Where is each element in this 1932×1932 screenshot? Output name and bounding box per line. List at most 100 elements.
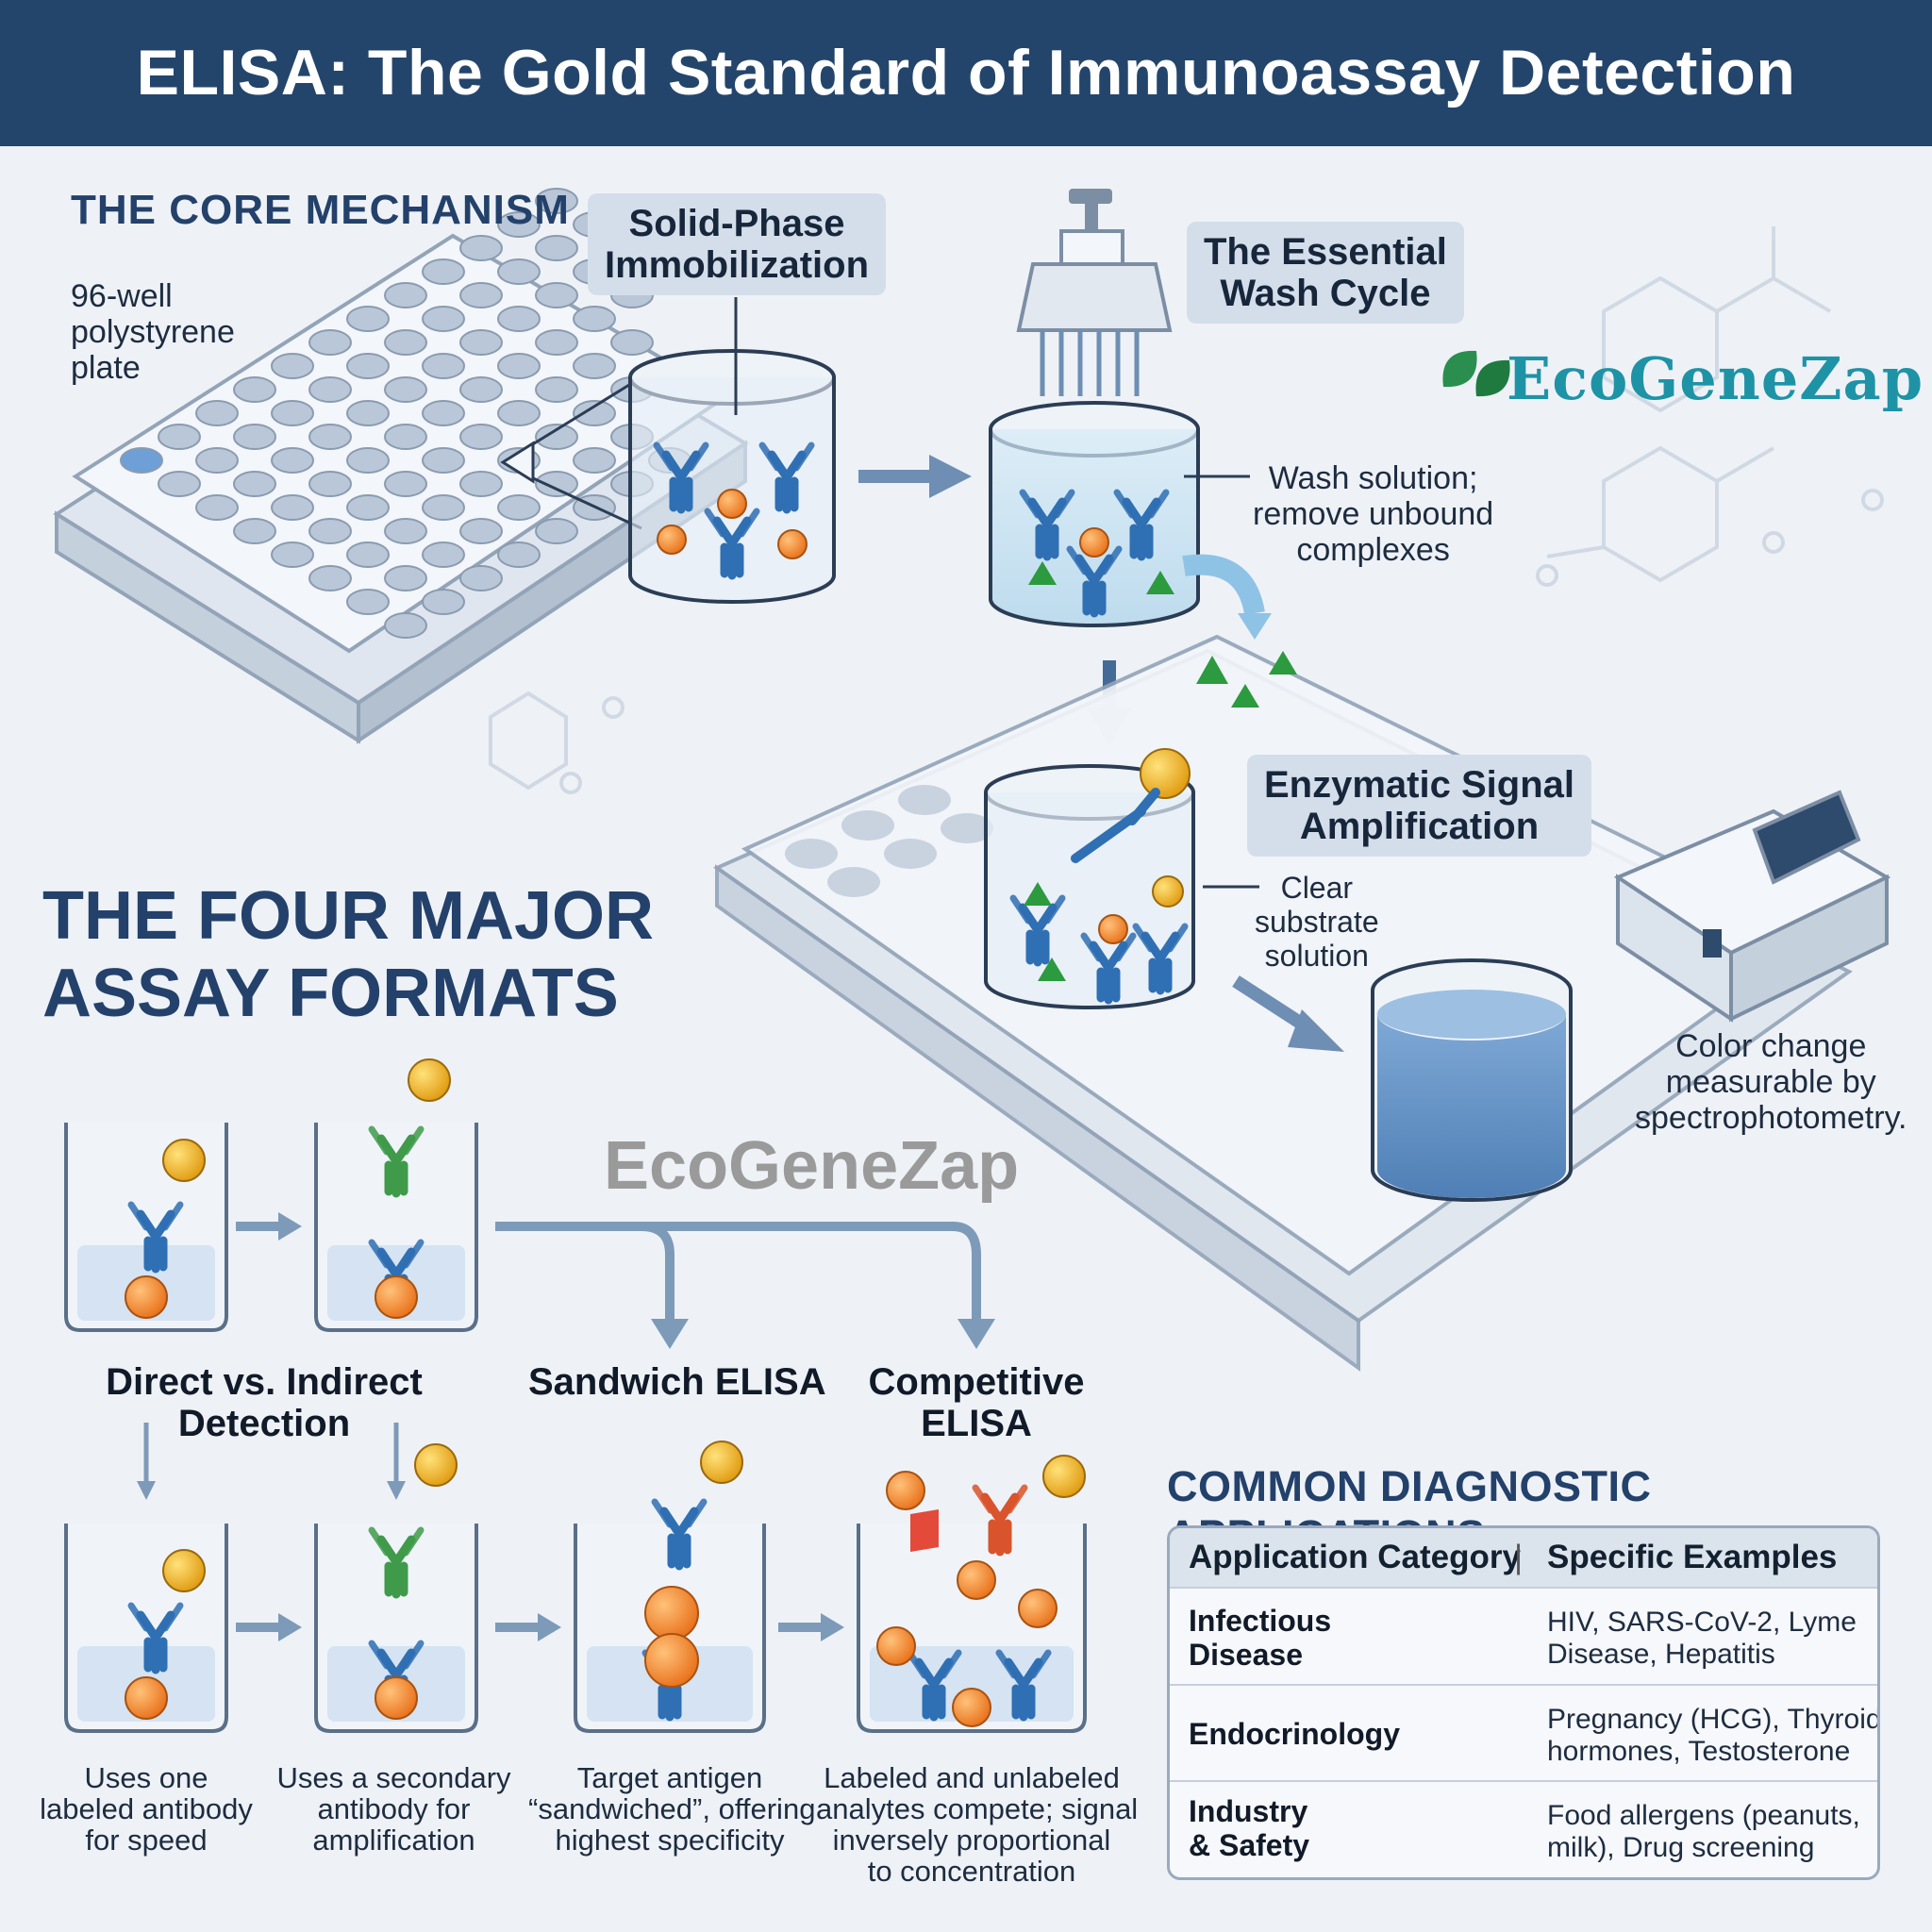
plate-well: [308, 565, 352, 591]
watermark-logo-text: EcoGeneZap: [1507, 344, 1924, 413]
plate-well: [459, 235, 503, 261]
category-cell: Infectious Disease: [1189, 1604, 1332, 1672]
plate-well: [422, 447, 465, 474]
sandwich-title: Sandwich ELISA: [528, 1361, 826, 1403]
plate-well: [610, 329, 654, 356]
plate-well: [308, 376, 352, 403]
header-bar: [0, 0, 1932, 146]
plate-well: [535, 282, 578, 308]
plate-well: [459, 518, 503, 544]
zoom-lines: [518, 375, 642, 530]
plate-well: [384, 424, 427, 450]
plate-well: [195, 447, 239, 474]
plate-well: [308, 329, 352, 356]
signal-amplification-label: Enzymatic Signal Amplification: [1247, 755, 1591, 857]
plate-well: [384, 518, 427, 544]
wash-well: [989, 401, 1272, 640]
plate-well: [271, 494, 314, 521]
molecule-decoration: [489, 226, 1884, 794]
plate-well: [271, 400, 314, 426]
wash-note: Wash solution; remove unbound complexes: [1253, 460, 1494, 568]
page-title: ELISA: The Gold Standard of Immunoassay …: [136, 37, 1796, 108]
spectrophotometer-icon: [1613, 790, 1891, 1023]
plate-well: [459, 329, 503, 356]
plate-well: [535, 518, 578, 544]
plate-well: [459, 424, 503, 450]
plate-well: [384, 565, 427, 591]
category-cell: Endocrinology: [1189, 1717, 1400, 1751]
format-arrows: [143, 1222, 981, 1632]
plate-well: [384, 282, 427, 308]
unbound-triangle-icons: [1024, 561, 1297, 981]
plate-well: [535, 471, 578, 497]
indirect-caption: Uses a secondary antibody for amplificat…: [276, 1761, 511, 1857]
applications-table: Application Category | Specific Examples…: [1167, 1525, 1880, 1880]
column-header-examples: Specific Examples: [1547, 1539, 1838, 1575]
plate-well: [535, 376, 578, 403]
plate-well: [271, 541, 314, 568]
plate-well: [346, 589, 390, 615]
enzyme-label-icons: [1140, 748, 1191, 908]
large-plate: [712, 634, 1853, 1372]
plate-well: [308, 518, 352, 544]
plate-well: [535, 188, 578, 214]
competitive-caption: Labeled and unlabeled analytes compete; …: [816, 1761, 1139, 1888]
plate-well: [233, 424, 276, 450]
plate-well: [271, 353, 314, 379]
plate-well: [573, 400, 616, 426]
plate-well: [346, 541, 390, 568]
plate-well: [459, 282, 503, 308]
plate-well: [497, 494, 541, 521]
plate-well: [535, 329, 578, 356]
core-mechanism-heading: THE CORE MECHANISM: [71, 187, 570, 233]
plate-well: [158, 424, 201, 450]
plate-well: [422, 353, 465, 379]
row-divider: [1170, 1587, 1877, 1589]
direct-indirect-title: Direct vs. Indirect Detection: [106, 1361, 423, 1444]
plate-well: [271, 447, 314, 474]
plate-well: [535, 235, 578, 261]
plate-well: [422, 541, 465, 568]
column-divider: |: [1514, 1539, 1524, 1575]
plate-well: [497, 258, 541, 285]
format-enzymes: [162, 1058, 1086, 1592]
table-header: [1170, 1528, 1877, 1587]
plate-well: [422, 589, 465, 615]
direct-caption: Uses one labeled antibody for speed: [40, 1761, 253, 1857]
plate-well: [233, 518, 276, 544]
row-divider: [1170, 1684, 1877, 1686]
plate-well: [384, 329, 427, 356]
category-cell: Industry & Safety: [1189, 1794, 1310, 1862]
plate-well: [384, 471, 427, 497]
plate-well: [346, 353, 390, 379]
plate-well: [195, 494, 239, 521]
plate-well: [384, 612, 427, 639]
arrow-icon: [929, 455, 972, 498]
plate-well: [573, 306, 616, 332]
plate-well: [459, 376, 503, 403]
sandwich-caption: Target antigen “sandwiched”, offering hi…: [528, 1761, 816, 1857]
plate-well: [384, 376, 427, 403]
format-antigens: [125, 1275, 1058, 1727]
solid-phase-label: Solid-Phase Immobilization: [588, 193, 886, 295]
examples-cell: Food allergens (peanuts, milk), Drug scr…: [1547, 1800, 1860, 1863]
96-well-plate: [53, 188, 749, 744]
plate-well: [308, 471, 352, 497]
plate-well: [346, 400, 390, 426]
plate-well: [346, 306, 390, 332]
color-change-note: Color change measurable by spectrophotom…: [1635, 1028, 1907, 1136]
examples-cell: HIV, SARS-CoV-2, Lyme Disease, Hepatitis: [1547, 1607, 1857, 1670]
watermark-text: EcoGeneZap: [604, 1128, 1020, 1204]
plate-well: [422, 400, 465, 426]
label-tag-icon: [910, 1509, 939, 1552]
plate-well: [233, 471, 276, 497]
plate-well: [459, 565, 503, 591]
plate-well: [308, 424, 352, 450]
plate-well: [535, 424, 578, 450]
four-formats-heading: THE FOUR MAJOR ASSAY FORMATS: [42, 878, 654, 1031]
plate-well: [346, 494, 390, 521]
plate-well: [497, 306, 541, 332]
wash-cycle-label: The Essential Wash Cycle: [1187, 222, 1464, 324]
examples-cell: Pregnancy (HCG), Thyroid hormones, Testo…: [1547, 1704, 1880, 1767]
